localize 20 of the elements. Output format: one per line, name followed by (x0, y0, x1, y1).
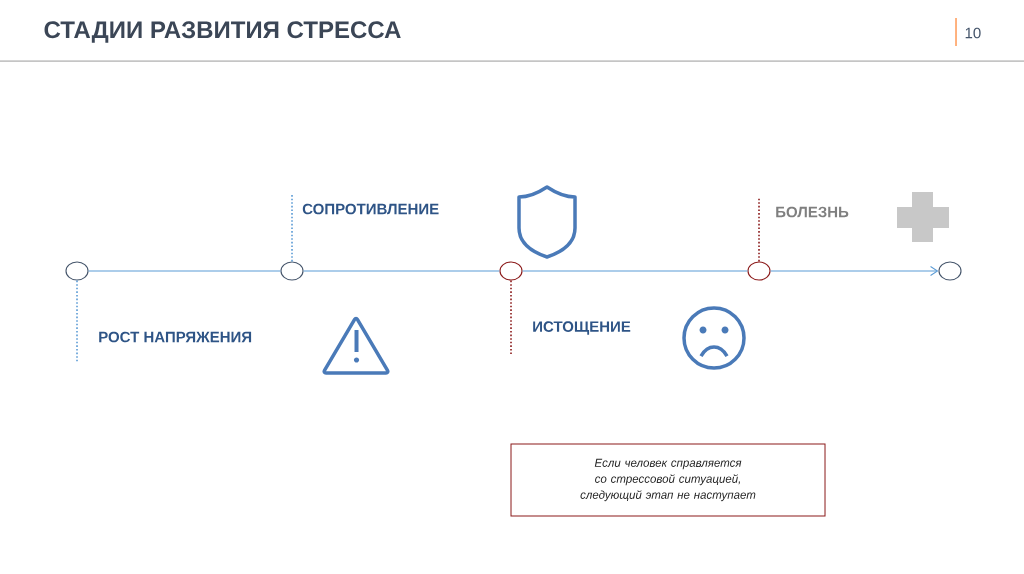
timeline-segment (88, 270, 281, 272)
timeline-point (499, 261, 523, 281)
timeline-segment (522, 270, 748, 272)
stage-label: БОЛЕЗНЬ (776, 206, 849, 218)
dotted-marker-line (76, 279, 78, 363)
timeline-segment (303, 270, 500, 272)
dotted-marker-line (291, 193, 293, 263)
timeline-point (65, 261, 89, 281)
dotted-marker-line (510, 279, 512, 355)
timeline-point (747, 261, 771, 281)
page-number: 10 (965, 27, 981, 39)
stage-label: РОСТ НАПРЯЖЕНИЯ (99, 331, 252, 343)
timeline-point (280, 261, 304, 281)
dotted-marker-line (758, 196, 760, 263)
timeline-point (938, 261, 962, 281)
slide-title: СТАДИИ РАЗВИТИЯ СТРЕССА (44, 21, 401, 43)
stage-label: ИСТОЩЕНИЕ (533, 321, 631, 335)
timeline-segment (770, 266, 939, 276)
stage-label: СОПРОТИВЛЕНИЕ (302, 203, 439, 215)
note-box: Если человек справляется со стрессовой ситуацией, следующий этап не наступает (510, 443, 826, 517)
